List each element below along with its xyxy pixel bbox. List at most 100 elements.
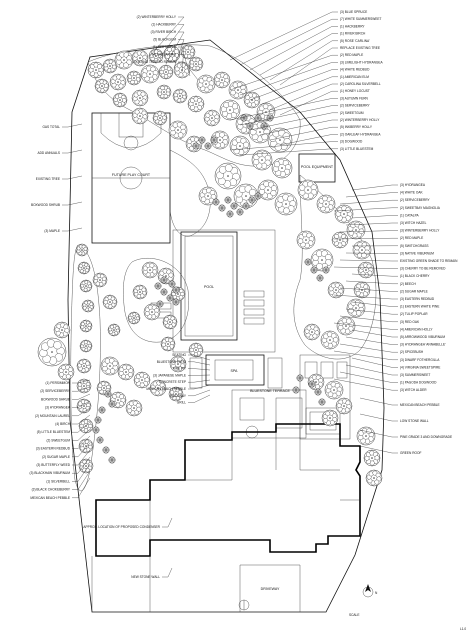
tree-icon — [316, 194, 336, 214]
tree-icon — [100, 356, 120, 376]
leader-line — [339, 343, 398, 353]
plant-label: APPROX. LOCATION OF PROPOSED CONDENSER — [83, 525, 160, 529]
plant-label: (3) WINTERBERRY HOLLY — [400, 229, 440, 233]
tree-icon — [131, 89, 149, 107]
tree-icon — [187, 95, 205, 113]
plant-label: (4) SASSAFRAS — [152, 53, 176, 57]
shrub-icon — [108, 456, 116, 464]
leader-line — [259, 76, 338, 106]
plant-label: (3) DWARF FOTHERGILLA — [400, 358, 440, 362]
leader-line — [157, 24, 185, 61]
leader-line — [72, 470, 91, 490]
leader-line — [269, 127, 338, 141]
plant-label: (3) MAPLE — [44, 229, 60, 233]
leader-line — [188, 354, 211, 361]
shrub-icon — [310, 266, 318, 274]
shrub-icon — [192, 142, 200, 150]
tree-icon — [79, 339, 93, 353]
plant-label: (4) WHITE REDBUD — [340, 68, 370, 72]
tree-icon — [324, 380, 344, 400]
plant-label: (5) ROSE 'CARLINA' — [340, 39, 370, 43]
tree-icon — [229, 135, 251, 157]
shrub-icon — [240, 114, 248, 122]
leader-line — [72, 463, 91, 482]
plant-label: (3) BLUE SPRUCE — [340, 10, 367, 14]
shrub-icon — [322, 266, 330, 274]
leader-line — [339, 315, 398, 322]
plant-label: (3) DOGWOOD — [340, 140, 363, 144]
tree-icon — [160, 336, 176, 352]
tree-icon — [169, 355, 187, 373]
tree-icon — [77, 261, 91, 275]
plant-label: (2) WINTERBERRY HOLLY — [137, 15, 177, 19]
plant-label: (1) PERSIMMON — [46, 381, 71, 385]
tree-icon — [303, 323, 321, 341]
tree-icon — [78, 458, 94, 474]
plant-label: (3) JAPANESE MAPLE — [153, 373, 186, 377]
tree-icon — [331, 231, 349, 249]
plant-label: (2) SERVICEBERRY — [340, 104, 371, 108]
tree-icon — [198, 186, 218, 206]
tree-icon — [296, 230, 316, 250]
shrub-icon — [218, 204, 226, 212]
shrub-icon — [108, 400, 116, 408]
leader-line — [72, 449, 91, 466]
tree-icon — [94, 78, 110, 94]
tree-icon — [214, 162, 242, 190]
leader-line — [178, 46, 185, 73]
tree-icon — [267, 127, 293, 153]
leader-line — [62, 227, 83, 232]
house-interior-lines — [149, 424, 360, 540]
plant-label: BOXWOOD SHRUB — [41, 397, 70, 401]
plant-label: (1) HACKBERRY — [340, 24, 365, 28]
plant-label: (5) BLACKGUM — [153, 38, 176, 42]
tree-symbols — [37, 44, 383, 487]
plant-label: EXISTING TREE TO REMAIN — [133, 60, 176, 64]
property-boundary — [67, 39, 385, 613]
tree-icon — [353, 281, 371, 299]
plant-label: GAS TOTAL — [42, 125, 60, 129]
shrub-icon — [304, 258, 312, 266]
tree-icon — [109, 391, 127, 409]
tree-icon — [78, 418, 94, 434]
shrub-icon — [160, 288, 168, 296]
leader-line — [333, 322, 398, 330]
shrub-icon — [94, 416, 102, 424]
plant-label: (3) AUTUMN FERN — [340, 96, 368, 100]
plant-label: (3) SUMMERSWEET — [400, 373, 430, 377]
leader-line — [345, 308, 398, 315]
label-leaders — [62, 11, 398, 578]
shrub-icon — [172, 298, 180, 306]
tree-icon — [79, 279, 93, 293]
plant-label: (2) MOUNTAIN LAUREL — [35, 414, 70, 418]
tree-icon — [132, 284, 148, 300]
tree-icon — [346, 298, 366, 318]
leader-line — [339, 371, 398, 383]
plant-label: (1) RED MAPLE — [153, 45, 176, 49]
shrub-icon — [236, 208, 244, 216]
leader-line — [279, 47, 338, 86]
leader-line — [351, 215, 398, 219]
plant-label: (4) VIRGINIA SWEETSPIRE — [400, 365, 440, 369]
shrub-icon — [254, 192, 262, 200]
plant-label: (3) EASTERN REDBUD — [36, 447, 71, 451]
tree-icon — [87, 61, 105, 79]
tree-icon — [228, 80, 248, 100]
tree-icon — [363, 449, 381, 467]
leader-line — [188, 368, 211, 371]
tree-icon — [141, 261, 159, 279]
tree-icon — [81, 299, 95, 313]
plant-label: MEXICAN BEACH PEBBLE — [146, 387, 186, 391]
leader-line — [279, 134, 338, 146]
plant-label: (1) HONEY LOCUST — [340, 89, 370, 93]
plant-label: (2) SERVICEBERRY — [40, 389, 71, 393]
tree-icon — [102, 58, 118, 74]
spa-label: SPA — [231, 369, 239, 373]
tree-icon — [203, 109, 221, 127]
shrub-icon — [212, 198, 220, 206]
plant-label: (3) WITCH ALDER — [400, 388, 427, 392]
leader-line — [333, 350, 398, 360]
leader-line — [178, 61, 199, 81]
planting-bed-west — [70, 244, 101, 492]
plant-label: MEXICAN BEACH PEBBLE — [30, 496, 70, 500]
